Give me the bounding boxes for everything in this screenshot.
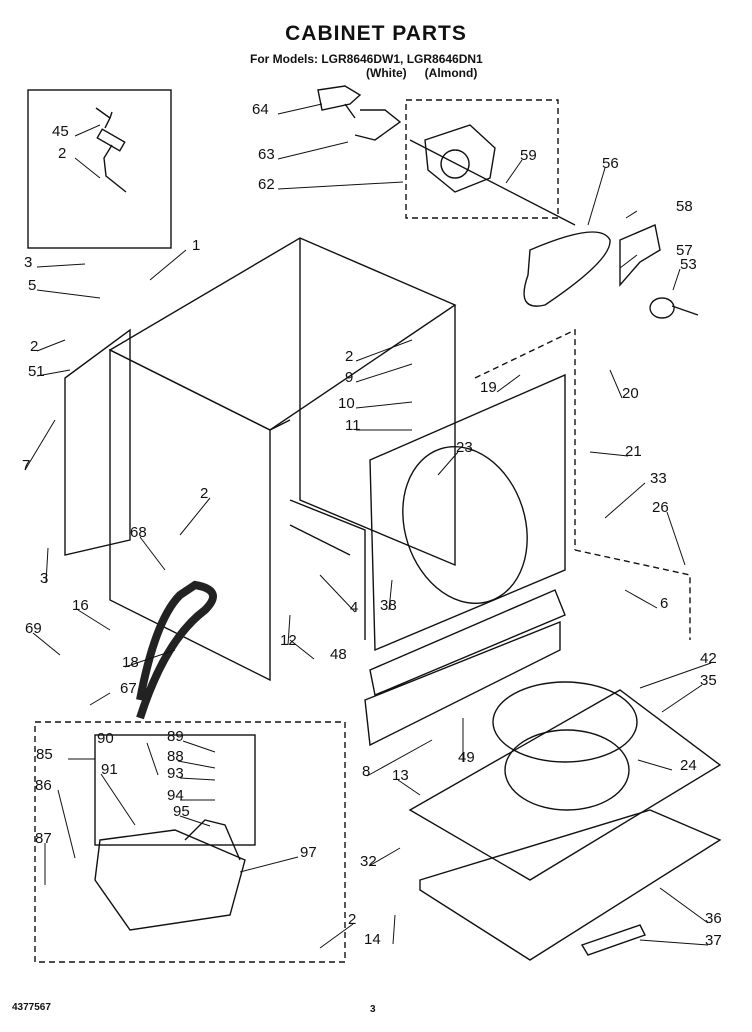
color-white: (White)	[366, 66, 407, 80]
callout-45: 45	[52, 123, 69, 140]
callout-49: 49	[458, 749, 475, 766]
callout-6: 6	[660, 595, 668, 612]
thermal-fuse-drawing	[95, 107, 127, 193]
callout-58: 58	[676, 198, 693, 215]
callout-69: 69	[25, 620, 42, 637]
cabinet-rear-panel	[64, 328, 131, 556]
diagram-title: CABINET PARTS	[285, 22, 467, 45]
front-dashed-outline	[474, 328, 691, 640]
callout-24: 24	[680, 757, 697, 774]
cabinet-top	[108, 237, 457, 431]
base-pan	[419, 809, 722, 961]
callout-2: 2	[348, 911, 356, 928]
callout-64: 64	[252, 101, 269, 118]
callout-36: 36	[705, 910, 722, 927]
callout-4: 4	[350, 599, 358, 616]
front-panel	[369, 373, 566, 652]
base-top	[408, 689, 722, 881]
callout-85: 85	[36, 746, 53, 763]
drum-seal	[492, 681, 638, 763]
callout-23: 23	[456, 439, 473, 456]
exhaust-duct	[136, 580, 217, 720]
color-almond: (Almond)	[424, 66, 478, 80]
callout-11: 11	[345, 417, 361, 434]
toe-panel	[364, 589, 566, 747]
callout-2: 2	[345, 348, 353, 365]
gas-burner-drawing	[94, 829, 246, 931]
callout-32: 32	[360, 853, 377, 870]
front-door-opening	[402, 445, 528, 605]
callout-33: 33	[650, 470, 667, 487]
burner-tube	[184, 819, 241, 861]
color-variants: (White) (Almond)	[366, 66, 495, 80]
drive-belt	[523, 231, 611, 307]
page-number: 3	[370, 1004, 376, 1015]
callout-20: 20	[622, 385, 639, 402]
callout-95: 95	[173, 803, 190, 820]
models-line: For Models: LGR8646DW1, LGR8646DN1	[250, 52, 483, 66]
leader-lines	[24, 103, 712, 949]
callout-86: 86	[35, 777, 52, 794]
callout-93: 93	[167, 765, 184, 782]
callout-51: 51	[28, 363, 45, 380]
part-document-number: 4377567	[12, 1002, 51, 1013]
callout-97: 97	[300, 844, 317, 861]
callout-37: 37	[705, 932, 722, 949]
callout-38: 38	[380, 597, 397, 614]
cabinet-side-panel	[109, 348, 271, 682]
callout-9: 9	[345, 369, 353, 386]
motor-bracket-drawing	[317, 85, 402, 141]
callout-91: 91	[101, 761, 118, 778]
callout-90: 90	[97, 730, 114, 747]
callout-12: 12	[280, 632, 297, 649]
callout-3: 3	[24, 254, 32, 271]
callout-7: 7	[22, 457, 30, 474]
sensor-drawing	[96, 128, 126, 152]
idler-pulley	[649, 297, 699, 319]
callout-2: 2	[200, 485, 208, 502]
callout-21: 21	[625, 443, 642, 460]
callout-1: 1	[192, 237, 200, 254]
inset-box-thermal-fuse	[27, 89, 172, 249]
callout-18: 18	[122, 654, 139, 671]
callout-5: 5	[28, 277, 36, 294]
cabinet-back-edge	[299, 238, 456, 567]
callout-2: 2	[58, 145, 66, 162]
callout-57: 57	[676, 242, 693, 259]
callout-89: 89	[167, 728, 184, 745]
callout-2: 2	[30, 338, 38, 355]
base-drum-opening	[504, 729, 630, 811]
callout-56: 56	[602, 155, 619, 172]
motor-box	[405, 99, 559, 219]
callout-16: 16	[72, 597, 89, 614]
idler-bracket	[619, 224, 661, 287]
callout-48: 48	[330, 646, 347, 663]
base-foot	[580, 924, 646, 956]
callout-42: 42	[700, 650, 717, 667]
callout-94: 94	[167, 787, 184, 804]
callout-14: 14	[364, 931, 381, 948]
callout-88: 88	[167, 748, 184, 765]
motor-shaft	[409, 139, 576, 226]
callout-63: 63	[258, 146, 275, 163]
callout-8: 8	[362, 763, 370, 780]
callout-3: 3	[40, 570, 48, 587]
callout-59: 59	[520, 147, 537, 164]
callout-53: 53	[680, 256, 697, 273]
cabinet-inner-lines	[269, 419, 366, 640]
callout-35: 35	[700, 672, 717, 689]
callout-26: 26	[652, 499, 669, 516]
callout-19: 19	[480, 379, 497, 396]
callout-13: 13	[392, 767, 409, 784]
gas-valve-box	[34, 721, 346, 963]
callout-68: 68	[130, 524, 147, 541]
callout-62: 62	[258, 176, 275, 193]
callout-10: 10	[338, 395, 355, 412]
callout-87: 87	[35, 830, 52, 847]
gas-valve-inner-box	[94, 734, 256, 846]
motor-drawing	[424, 124, 496, 193]
callout-67: 67	[120, 680, 137, 697]
